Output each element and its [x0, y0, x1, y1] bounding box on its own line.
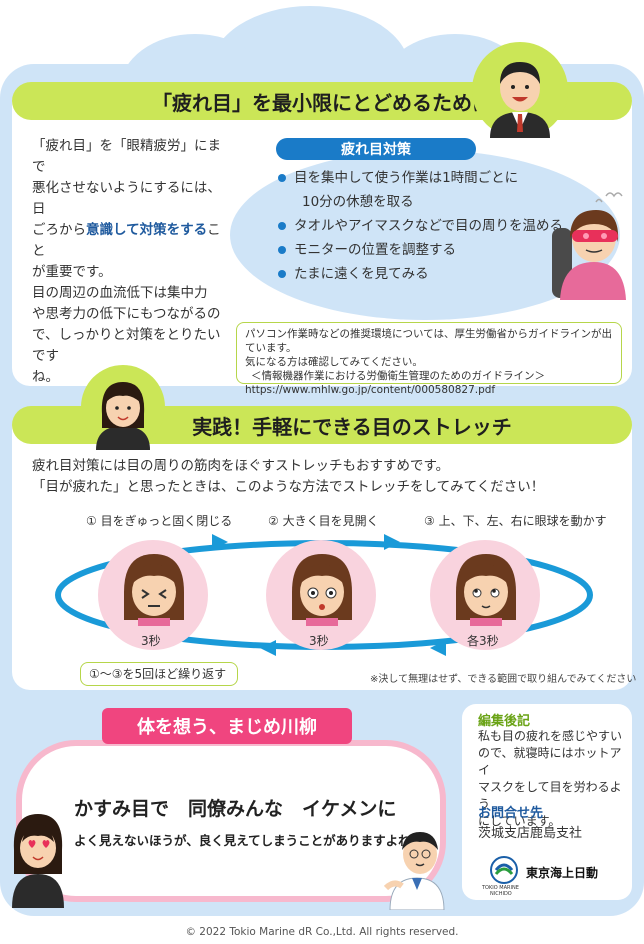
section2-title: 実践！手軽にできる目のストレッチ — [12, 406, 632, 444]
heart-eyes-woman-illustration — [6, 804, 70, 908]
intro-line: 「目が疲れた」と思ったときは、このような方法でストレッチをしてみてください！ — [32, 479, 545, 495]
senryu-banner-text: 体を想う、まじめ川柳 — [137, 717, 317, 738]
measures-list: 目を集中して使う作業は1時間ごとに 10分の休憩を取る タオルやアイマスクなどで… — [276, 166, 566, 286]
measure-item: タオルやアイマスクなどで目の周りを温める — [276, 214, 566, 238]
guideline-url[interactable]: https://www.mhlw.go.jp/content/000580827… — [245, 384, 496, 396]
editor-note: 私も目の疲れを感じやすい ので、就寝時にはホットアイ マスクをして目を労わるよう… — [478, 728, 628, 830]
caution-note: ※決して無理はせず、できる範囲で取り組んでみてください — [370, 674, 637, 685]
senryu-poem: かすみ目で 同僚みんな イケメンに — [74, 798, 397, 820]
note-line: パソコン作業時などの推奨環境については、厚生労働省からガイドラインが出ています。 — [245, 328, 612, 354]
senryu-banner: 体を想う、まじめ川柳 — [102, 708, 352, 744]
editor-line: マスクをして目を労わるよう — [478, 780, 622, 811]
company-logo: 東京海上日動 TOKIO MARINE NICHIDO — [482, 856, 624, 897]
man-avatar — [470, 40, 570, 140]
section2-intro: 疲れ目対策には目の周りの筋肉をほぐすストレッチもおすすめです。 「目が疲れた」と… — [32, 456, 622, 498]
face-eyes-wide-icon — [286, 548, 358, 626]
copyright: © 2022 Tokio Marine dR Co.,Ltd. All righ… — [185, 926, 459, 938]
step-label: ② 大きく目を見開く — [268, 514, 379, 528]
woman-avatar — [80, 364, 166, 450]
section1-title-text: 「疲れ目」を最小限にとどめるために — [152, 90, 492, 115]
section2-title-text: 実践！手軽にできる目のストレッチ — [192, 414, 512, 439]
woman-eye-mask-illustration — [546, 188, 630, 300]
measure-item: モニターの位置を調整する — [276, 238, 566, 262]
intro-line: が重要です。 — [32, 264, 112, 280]
note-line: ＜情報機器作業における労働衛生管理のためのガイドライン＞ — [251, 370, 545, 382]
editor-line: にしています。 — [478, 814, 561, 828]
section1-intro: 「疲れ目」を「眼精疲労」にまで 悪化させないようにするには、日 ごろから意識して… — [32, 136, 227, 388]
doctor-illustration — [383, 818, 450, 911]
intro-line: 「疲れ目」を「眼精疲労」にまで — [32, 138, 221, 175]
step-duration: 3秒 — [309, 634, 329, 648]
logo-mark-icon — [490, 856, 518, 884]
contact-branch: 茨城支店鹿島支社 — [478, 826, 583, 841]
intro-line: ね。 — [32, 369, 59, 385]
step-label: ① 目をぎゅっと固く閉じる — [86, 514, 233, 528]
face-eyes-closed-icon — [118, 548, 190, 626]
senryu-cloud — [16, 740, 446, 902]
measure-item: たまに遠くを見てみる — [276, 262, 566, 286]
measure-item: 目を集中して使う作業は1時間ごとに — [276, 166, 566, 190]
editor-title: 編集後記 — [478, 714, 531, 729]
measures-title-text: 疲れ目対策 — [341, 142, 411, 158]
step-duration: 各3秒 — [467, 634, 499, 648]
repeat-note: ①～③を5回ほど繰り返す — [80, 662, 238, 686]
step-duration: 3秒 — [141, 634, 161, 648]
step-label: ③ 上、下、左、右に眼球を動かす — [424, 514, 607, 528]
intro-line: や思考力の低下にもつながるの — [32, 306, 221, 322]
intro-line: で、しっかりと対策をとりたいです — [32, 327, 221, 364]
editor-line: ので、就寝時にはホットアイ — [478, 746, 622, 777]
logo-small-text: TOKIO MARINE — [482, 885, 519, 891]
intro-line-emphasis: ごろから意識して対策をすること — [32, 222, 221, 259]
measures-title: 疲れ目対策 — [276, 138, 476, 160]
contact-title: お問合せ先 — [478, 806, 544, 821]
guideline-note: パソコン作業時などの推奨環境については、厚生労働省からガイドラインが出ています。… — [236, 322, 622, 396]
intro-line: 疲れ目対策には目の周りの筋肉をほぐすストレッチもおすすめです。 — [32, 458, 450, 474]
senryu-comment: よく見えないほうが、良く見えてしまうことがありますよね。 — [74, 833, 424, 848]
note-line: 気になる方は確認してみてください。 — [245, 356, 423, 368]
face-eyes-moving-icon — [450, 548, 522, 626]
editor-line: 私も目の疲れを感じやすい — [478, 729, 623, 743]
intro-line: 目の周辺の血流低下は集中力 — [32, 285, 208, 301]
intro-line: 悪化させないようにするには、日 — [32, 180, 221, 217]
logo-text: 東京海上日動 — [526, 866, 599, 880]
measure-item-continuation: 10分の休憩を取る — [302, 194, 414, 210]
repeat-text: ①～③を5回ほど繰り返す — [89, 667, 227, 681]
logo-small-text: NICHIDO — [490, 891, 512, 897]
